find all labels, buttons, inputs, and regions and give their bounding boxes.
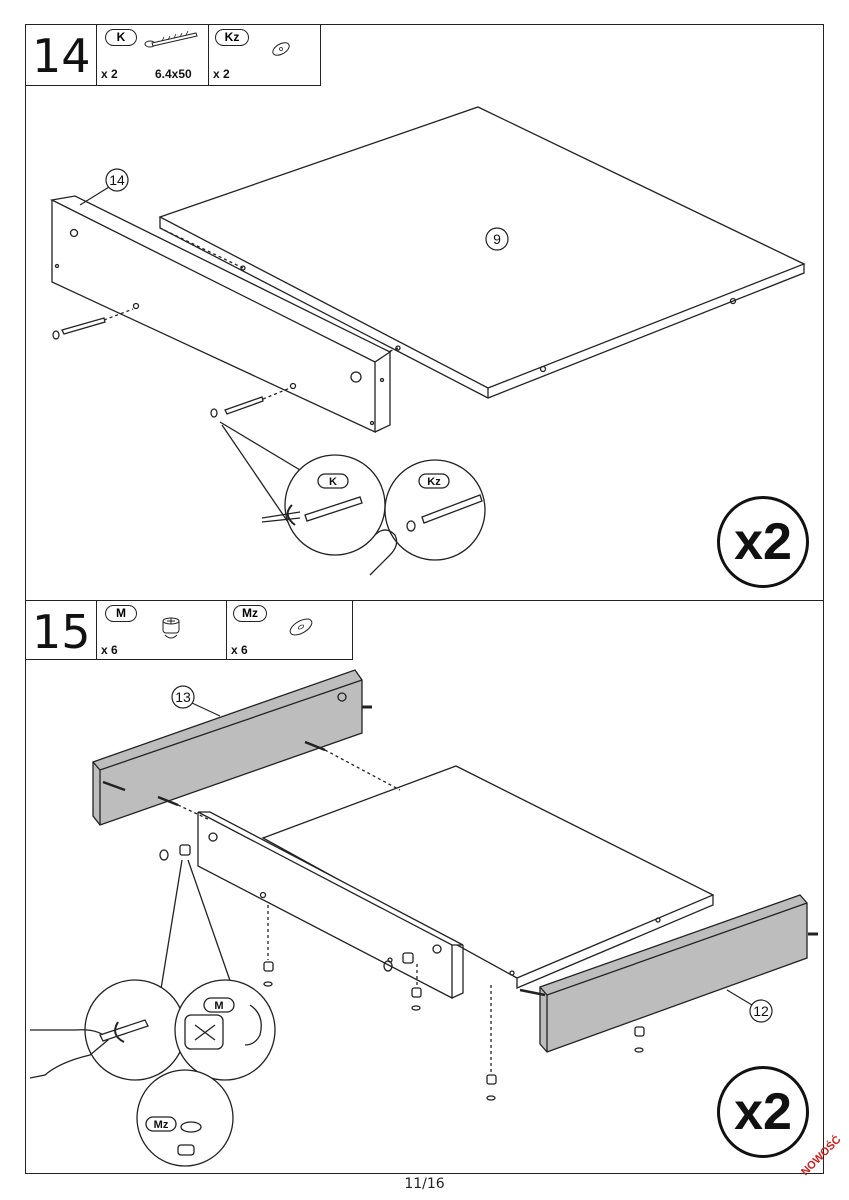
step-divider: [25, 600, 824, 601]
detail-mz-circle: [136, 1069, 234, 1167]
part-kz-qty: x 2: [213, 67, 230, 81]
cam-lock-m-icon: [162, 617, 180, 639]
cap-mz-icon: [289, 618, 313, 636]
step14-part-kz-cell: Kz x 2: [208, 25, 322, 85]
panel-13: [92, 669, 363, 826]
panel-9: [158, 106, 806, 389]
page-frame: [25, 24, 824, 1174]
cap-kz-icon: [272, 42, 290, 56]
step15-part-mz-cell: Mz x 6: [226, 601, 354, 659]
callout-13: 13: [175, 689, 191, 705]
step15-number: 15: [32, 605, 91, 659]
detail-pills-15: [145, 997, 235, 1132]
part-mz-qty: x 6: [231, 643, 248, 657]
step14-multiplier: x2: [717, 496, 809, 588]
part-m-badge: M: [105, 605, 137, 622]
step15-header: 15 M x 6 Mz x 6: [25, 600, 353, 660]
screw-k-icon: [144, 30, 198, 48]
step15-multiplier: x2: [717, 1066, 809, 1158]
callout-9: 9: [493, 231, 501, 247]
part-kz-badge: Kz: [215, 29, 249, 46]
step14-part-k-cell: K x 2 6.4x50: [96, 25, 208, 85]
detail-kz-circle: [384, 459, 486, 561]
callout-14: 14: [109, 172, 125, 188]
step14-drawing: [49, 106, 806, 576]
page-number: 11/16: [404, 1176, 445, 1192]
part-k-badge: K: [105, 29, 137, 46]
step15-drawing: [29, 669, 818, 1167]
step14-header: 14 K x 2 6.4x50 Kz x 2: [25, 24, 321, 86]
callout-12: 12: [753, 1003, 769, 1019]
part-k-dimension: 6.4x50: [155, 67, 192, 81]
part-mz-badge: Mz: [233, 605, 267, 622]
detail-pills-14: [317, 473, 450, 489]
step14-number: 14: [32, 29, 91, 83]
part-k-qty: x 2: [101, 67, 118, 81]
detail-m-label: M: [214, 1000, 223, 1012]
shelf-board: [261, 765, 715, 979]
detail-kz-label: Kz: [427, 476, 441, 488]
detail-k-label: K: [329, 476, 337, 488]
part-m-qty: x 6: [101, 643, 118, 657]
detail-mz-label: Mz: [154, 1119, 169, 1131]
panel-12: [539, 894, 808, 1053]
step15-part-m-cell: M x 6: [96, 601, 226, 659]
